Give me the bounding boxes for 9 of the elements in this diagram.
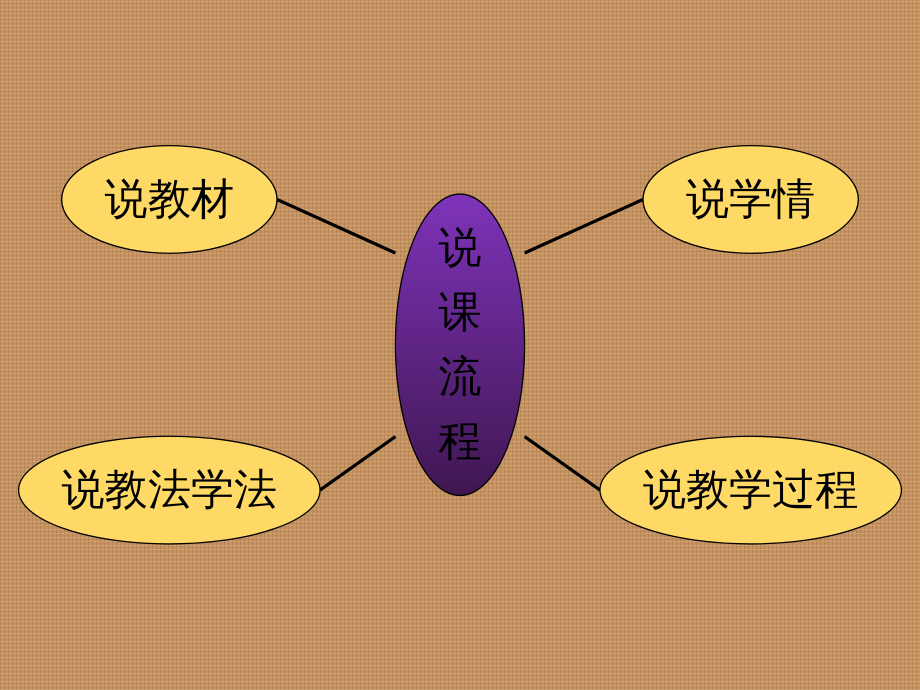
node-ellipse: 说学情 xyxy=(642,145,859,254)
node-ellipse: 说教学过程 xyxy=(599,436,902,545)
node-ellipse: 说教法学法 xyxy=(18,436,321,545)
node-ellipse: 说课流程 xyxy=(394,194,526,496)
node-ellipse: 说教材 xyxy=(61,145,278,254)
connector xyxy=(524,435,601,492)
connector xyxy=(276,198,396,255)
connector xyxy=(524,198,644,255)
connector xyxy=(319,435,396,492)
